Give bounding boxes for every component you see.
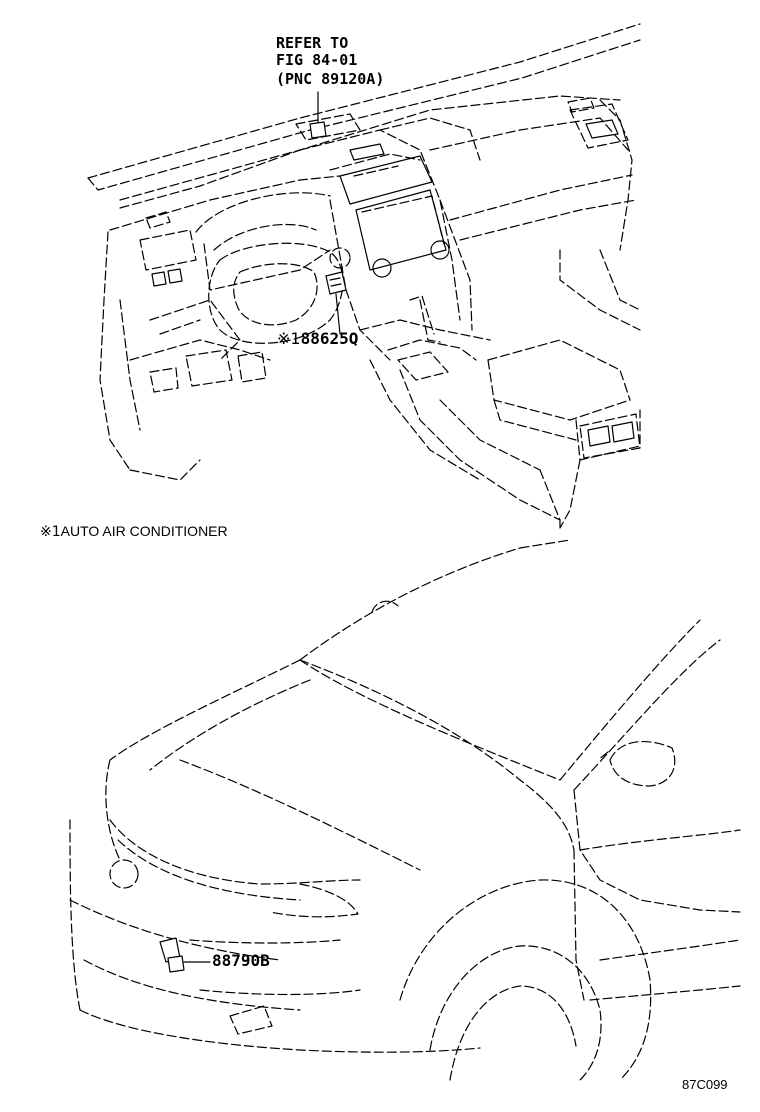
- part-88625q-number: 88625Q: [300, 329, 359, 348]
- footnote-marker: ※1: [277, 329, 301, 348]
- car-front-drawing: [69, 539, 741, 1081]
- part-88790b-callout[interactable]: 88790B: [212, 951, 270, 970]
- figure-id: 87C099: [682, 1077, 728, 1092]
- footnote-text: AUTO AIR CONDITIONER: [60, 523, 228, 539]
- footnote-marker: ※1: [40, 524, 61, 540]
- dashboard-drawing: [87, 23, 641, 529]
- refer-to-label: REFER TO: [276, 34, 349, 52]
- refer-figure-label: FIG 84-01: [276, 51, 358, 69]
- part-88625q-callout[interactable]: ※188625Q: [277, 331, 358, 347]
- footnote: ※1AUTO AIR CONDITIONER: [40, 524, 228, 539]
- refer-pnc-label: (PNC 89120A): [276, 70, 385, 88]
